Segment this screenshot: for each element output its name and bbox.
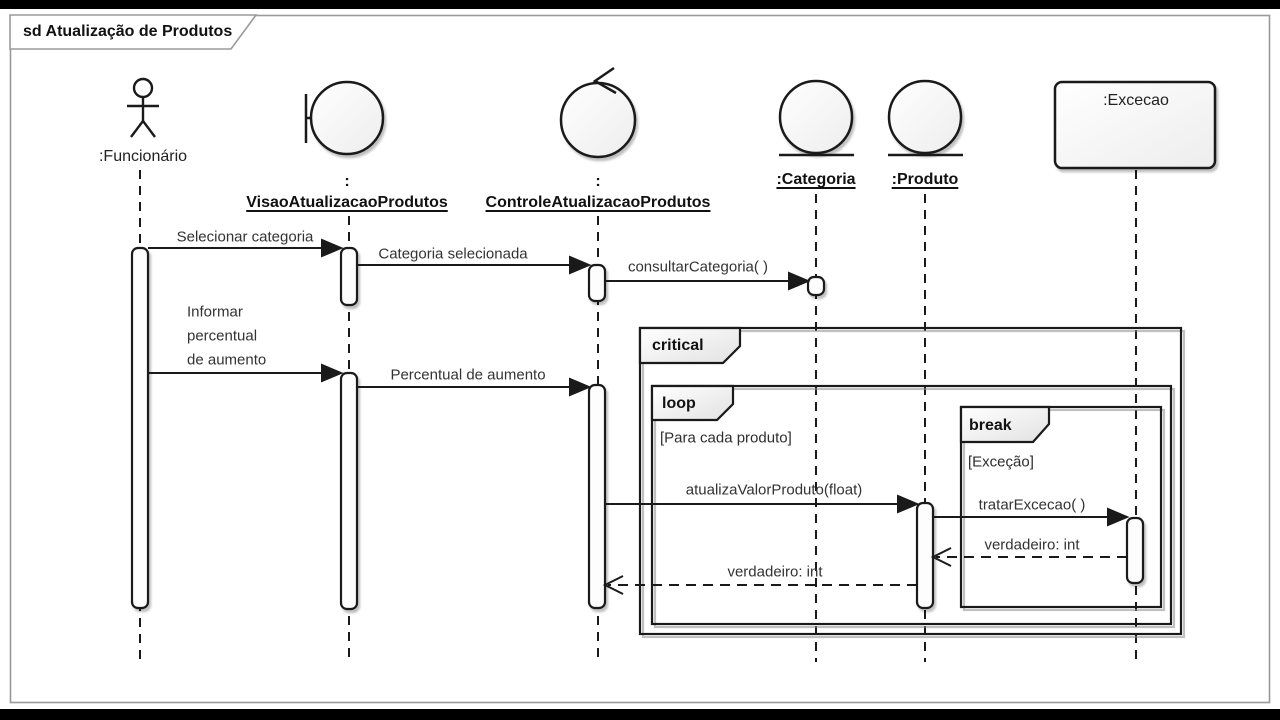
return-verdadeiro-int-break — [930, 547, 1127, 567]
fragment-break — [959, 405, 1163, 609]
message-label-tratar-excecao: tratarExcecao( ) — [978, 496, 1086, 514]
actor-icon — [127, 77, 159, 138]
controle-activation-2 — [587, 383, 607, 610]
arrow-informar-percentual — [148, 363, 344, 383]
message-label-verdadeiro-int-break: verdadeiro: int — [984, 536, 1080, 554]
visao-activation-2 — [339, 371, 359, 611]
fragment-break-guard: [Exceção] — [968, 453, 1034, 471]
fragment-critical — [638, 326, 1183, 636]
fragment-loop-guard: [Para cada produto] — [660, 429, 792, 447]
arrow-selecionar-categoria — [148, 238, 344, 258]
frame-title-tab — [9, 14, 258, 50]
lifeline-label-funcionario: :Funcionário — [98, 148, 188, 165]
entity-icon-produto — [887, 79, 963, 157]
message-arrows — [148, 238, 1130, 595]
message-label-informar-line1: Informar — [187, 303, 243, 321]
return-verdadeiro-int-outer — [602, 575, 917, 595]
boundary-icon — [304, 80, 385, 156]
lifeline-label-visao: VisaoAtualizacaoProdutos — [246, 194, 448, 211]
object-box-excecao — [1053, 80, 1217, 170]
arrow-consultar-categoria — [605, 271, 811, 291]
message-label-consultar-categoria: consultarCategoria( ) — [627, 258, 769, 276]
lifeline-colon-controle: : — [595, 173, 601, 190]
excecao-activation — [1125, 516, 1145, 585]
arrow-atualiza-valor-produto — [605, 494, 920, 514]
categoria-activation — [806, 275, 826, 297]
activation-bars — [130, 246, 1145, 611]
lifeline-label-excecao: :Excecao — [1103, 92, 1169, 109]
lifeline-label-controle: ControleAtualizacaoProdutos — [485, 194, 711, 211]
control-icon — [559, 66, 637, 159]
arrow-categoria-selecionada — [357, 255, 592, 275]
message-label-categoria-selecionada: Categoria selecionada — [378, 245, 528, 263]
fragment-break-tab — [959, 405, 1051, 444]
lifeline-label-categoria: :Categoria — [776, 171, 856, 188]
visao-activation-1 — [339, 246, 359, 307]
controle-activation-1 — [587, 263, 607, 303]
fragment-critical-tab — [638, 326, 742, 365]
arrow-tratar-excecao — [933, 507, 1130, 527]
produto-activation — [915, 501, 935, 610]
top-black-bar — [0, 0, 1280, 9]
message-label-percentual-de-aumento: Percentual de aumento — [390, 366, 546, 384]
bottom-black-bar — [0, 709, 1280, 720]
message-label-informar-line2: percentual — [187, 327, 258, 345]
message-label-informar-line3: de aumento — [187, 351, 267, 369]
fragment-critical-operator: critical — [652, 337, 704, 354]
entity-icon-categoria — [778, 79, 854, 157]
arrow-percentual-de-aumento — [357, 377, 592, 397]
frame-border — [9, 14, 1271, 704]
funcionario-activation — [130, 246, 150, 610]
fragment-loop-operator: loop — [662, 395, 696, 412]
message-label-selecionar-categoria: Selecionar categoria — [176, 228, 314, 246]
lifeline-colon-visao: : — [344, 173, 350, 190]
message-label-atualiza-valor-produto: atualizaValorProduto(float) — [685, 481, 863, 499]
lifeline-label-produto: :Produto — [891, 171, 959, 188]
frame-title: sd Atualização de Produtos — [23, 23, 233, 40]
fragment-break-operator: break — [969, 417, 1012, 434]
message-label-verdadeiro-int-outer: verdadeiro: int — [727, 563, 823, 581]
fragment-loop-tab — [650, 384, 735, 422]
